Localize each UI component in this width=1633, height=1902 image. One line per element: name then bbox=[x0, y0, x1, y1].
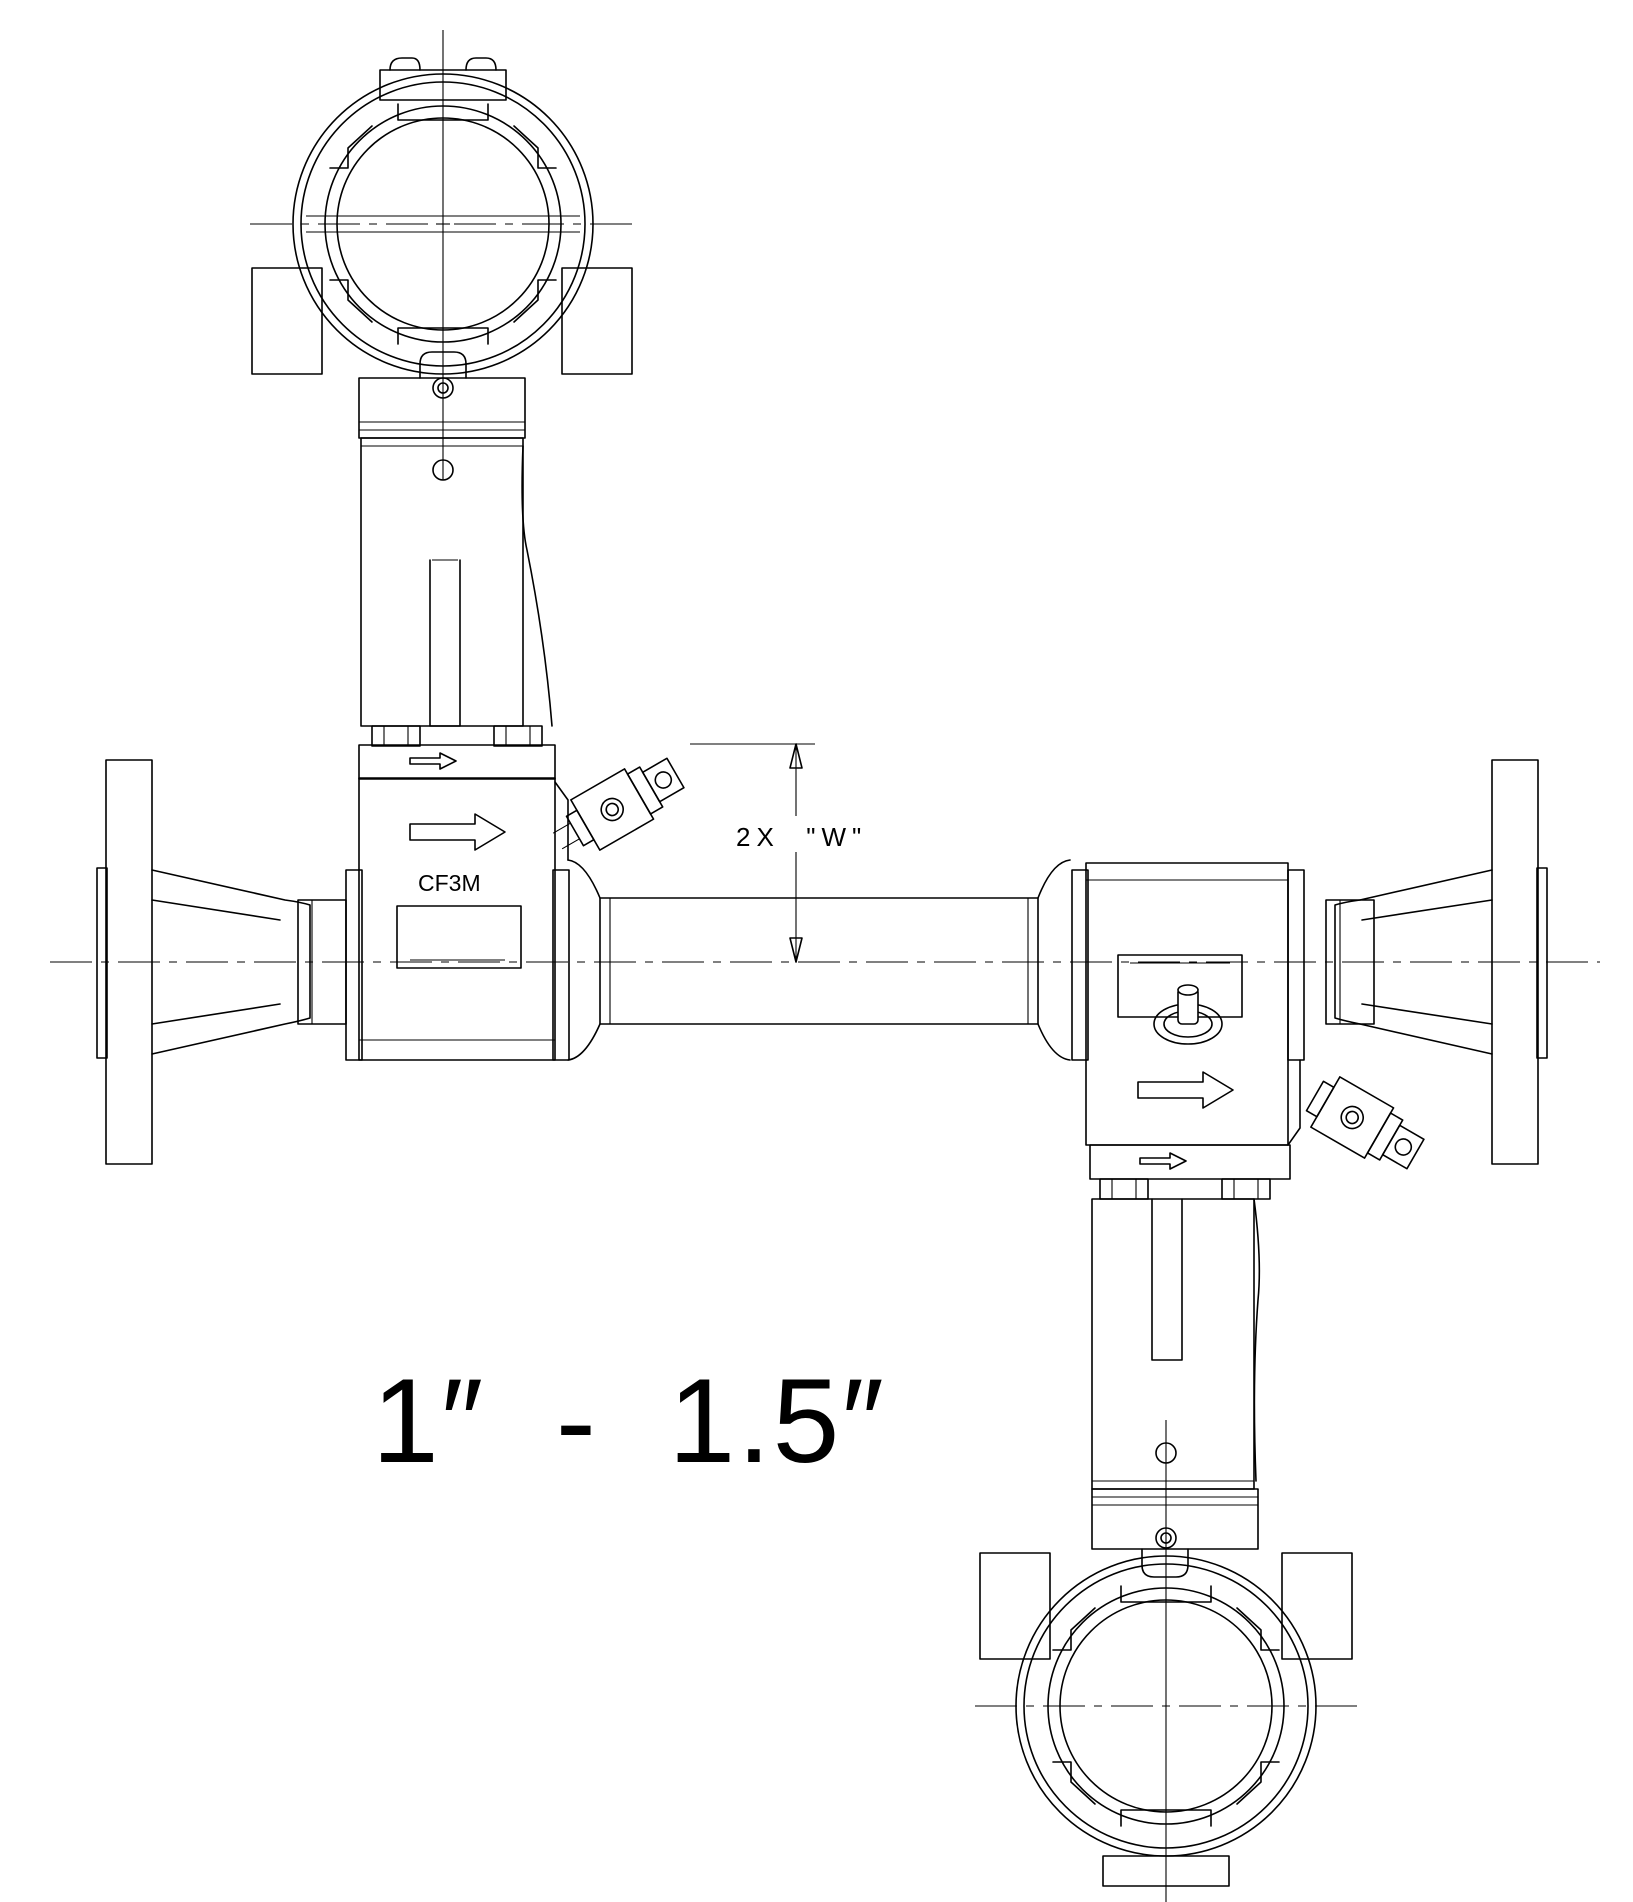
small-flow-arrow-icon bbox=[1139, 1152, 1187, 1170]
lower-pressure-port bbox=[1305, 1076, 1425, 1170]
left-meter-body: CF3M bbox=[345, 777, 570, 1061]
right-flange bbox=[1325, 759, 1548, 1165]
upper-transmitter-assembly bbox=[250, 30, 636, 780]
flow-arrow-icon bbox=[1137, 1071, 1234, 1109]
upper-pressure-port bbox=[552, 757, 685, 851]
material-label: CF3M bbox=[418, 870, 481, 896]
left-flange bbox=[96, 759, 347, 1165]
flow-arrow-icon bbox=[409, 813, 506, 851]
spool-pipe bbox=[567, 859, 1071, 1061]
dimension-label: 2X "W" bbox=[736, 822, 867, 852]
lower-transmitter-assembly bbox=[975, 1144, 1360, 1902]
small-flow-arrow-icon bbox=[409, 752, 457, 770]
size-label: 1″ - 1.5″ bbox=[372, 1354, 886, 1488]
right-meter-body bbox=[1071, 862, 1305, 1146]
dimension-w: 2X "W" bbox=[690, 743, 870, 963]
